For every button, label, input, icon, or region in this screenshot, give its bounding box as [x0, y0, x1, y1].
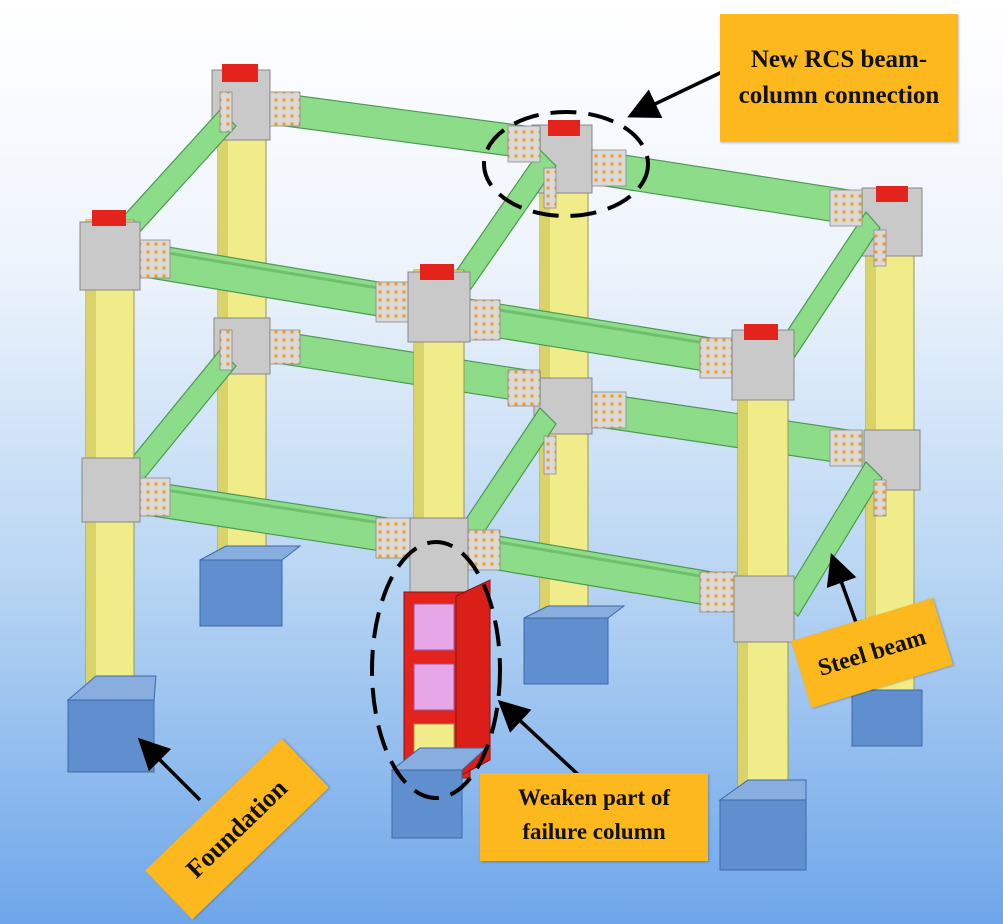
- dashed-ellipse-icon: [370, 540, 502, 800]
- weaken-part-label-line1: Weaken part of: [517, 785, 671, 810]
- dashed-ellipse-icon: [482, 110, 650, 218]
- beam-flanges: [125, 244, 737, 584]
- weaken-part-label: Weaken part of failure column: [480, 773, 708, 861]
- rcs-connection-label-line1: New RCS beam-: [750, 46, 928, 73]
- arrow-icon: [137, 737, 202, 802]
- rcs-connection-label-line2: column connection: [738, 82, 940, 109]
- connection-plates: [129, 91, 887, 613]
- rcs-connection-label: New RCS beam- column connection: [720, 14, 958, 142]
- steel-beams: [119, 91, 883, 617]
- front-frame: [66, 210, 807, 871]
- arrow-icon: [497, 699, 586, 782]
- annotations: [137, 70, 860, 802]
- arrow-icon: [627, 70, 723, 118]
- weaken-part-label-line2: failure column: [522, 819, 666, 844]
- arrow-icon: [826, 553, 860, 629]
